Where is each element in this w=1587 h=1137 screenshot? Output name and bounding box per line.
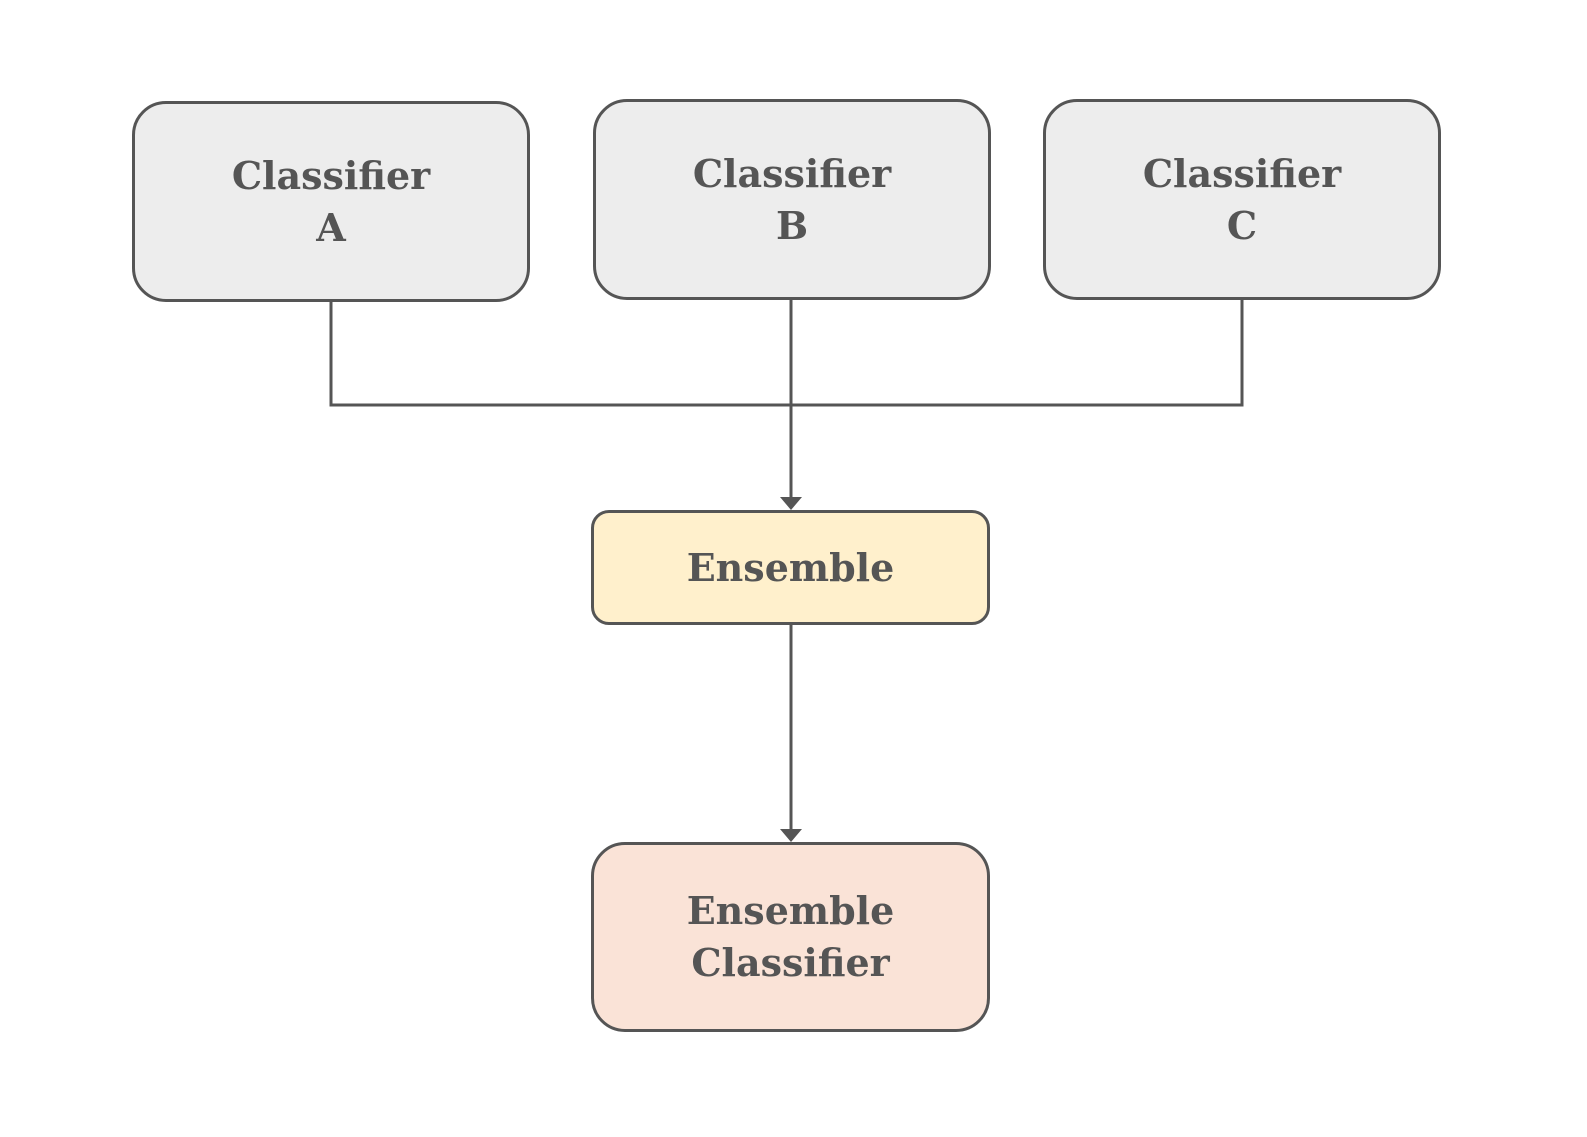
classifier-a-label-line1: Classifier (231, 152, 431, 198)
classifier-c-label-line1: Classifier (1142, 150, 1342, 196)
ensemble-node: Ensemble (591, 510, 990, 625)
classifier-b-label-line1: Classifier (692, 150, 892, 196)
classifier-c-node: Classifier C (1043, 99, 1441, 300)
arrowhead-final (780, 829, 802, 842)
ensemble-label: Ensemble (686, 544, 895, 590)
ensemble-classifier-label-line1: Ensemble (686, 888, 895, 933)
classifier-a-label-line2: A (316, 204, 346, 250)
classifier-b-label-line2: B (775, 202, 809, 248)
arrowhead-ensemble (780, 497, 802, 510)
connector-c-to-merge (791, 300, 1244, 407)
classifier-a-node: Classifier A (132, 101, 530, 302)
classifier-c-label-line2: C (1226, 202, 1258, 248)
ensemble-classifier-label-line2: Classifier (691, 940, 890, 985)
classifier-b-node: Classifier B (593, 99, 991, 300)
connector-a-to-merge (329, 302, 791, 407)
ensemble-classifier-node: Ensemble Classifier (591, 842, 990, 1032)
